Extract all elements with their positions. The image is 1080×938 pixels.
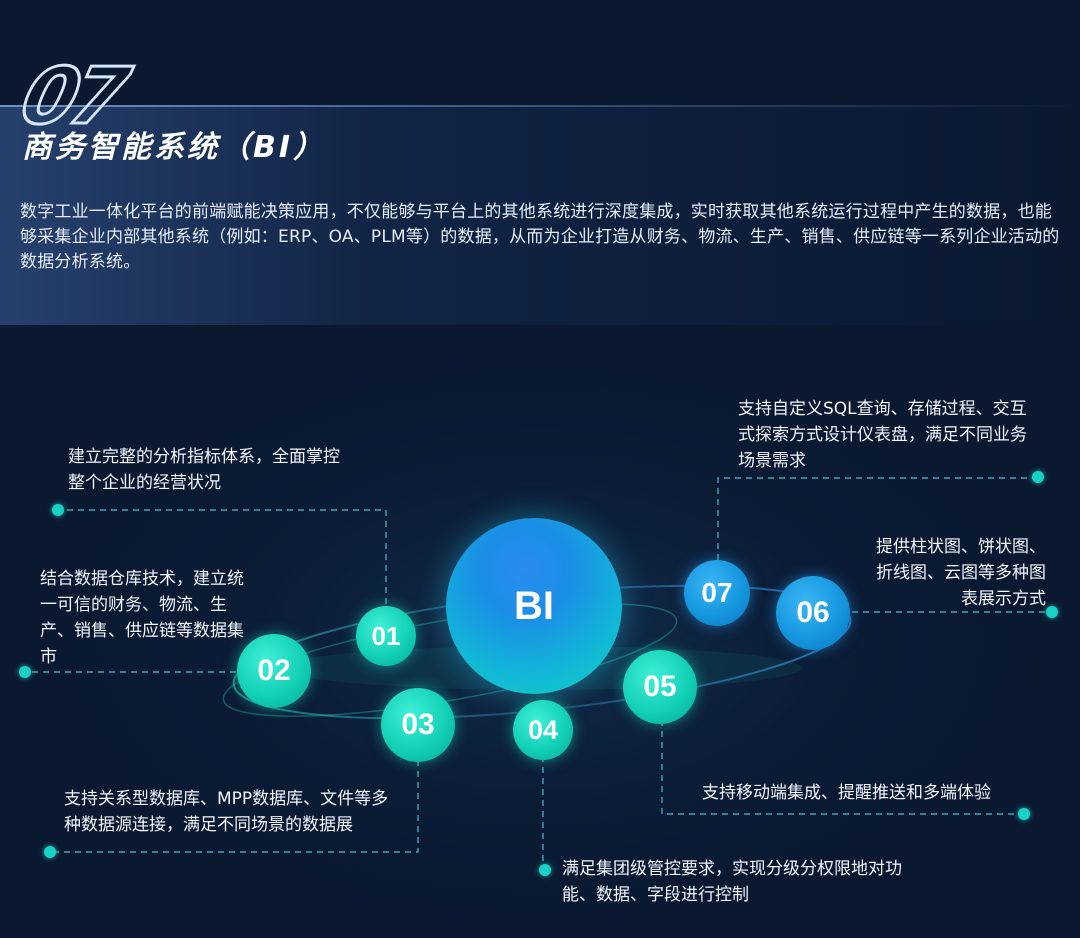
connector-dot-01 [52, 504, 64, 516]
header-band [0, 105, 1080, 325]
node-06: 06 [776, 576, 850, 650]
node-04: 04 [513, 700, 573, 760]
node-03-number: 03 [401, 708, 435, 741]
connector-dot-05 [1018, 808, 1030, 820]
feature-05-text: 支持移动端集成、提醒推送和多端体验 [702, 783, 991, 803]
connector-dot-07 [1032, 471, 1044, 483]
connector-05 [661, 720, 1022, 815]
connector-dot-03 [44, 846, 56, 858]
connector-01 [60, 509, 387, 604]
node-06-number: 06 [796, 596, 830, 629]
node-05: 05 [623, 650, 697, 724]
connector-dot-06 [1046, 606, 1058, 618]
node-04-number: 04 [527, 714, 559, 745]
connector-03 [52, 760, 419, 853]
bi-hub-label: BI [514, 583, 554, 628]
connector-dot-02 [19, 666, 31, 678]
intro-paragraph: 数字工业一体化平台的前端赋能决策应用，不仅能够与平台上的其他系统进行深度集成，实… [20, 202, 1060, 272]
node-07: 07 [684, 560, 750, 626]
header-glow [0, 105, 1080, 107]
node-01-number: 01 [371, 620, 401, 651]
connector-07 [717, 477, 1038, 560]
feature-02-text: 结合数据仓库技术，建立统一可信的财务、物流、生产、销售、供应链等数据集市 [40, 569, 244, 667]
node-01: 01 [356, 606, 416, 666]
feature-07-text: 支持自定义SQL查询、存储过程、交互式探索方式设计仪表盘，满足不同业务场景需求 [738, 399, 1027, 471]
page-title: 商务智能系统（BI） [22, 130, 327, 165]
feature-04-text: 满足集团级管控要求，实现分级分权限地对功能、数据、字段进行控制 [562, 859, 902, 905]
node-02: 02 [237, 634, 311, 708]
node-07-number: 07 [701, 577, 733, 608]
node-03: 03 [381, 688, 455, 762]
node-05-number: 05 [643, 670, 677, 703]
node-02-number: 02 [257, 654, 291, 687]
feature-01-text: 建立完整的分析指标体系，全面掌控整个企业的经营状况 [68, 447, 340, 493]
connector-dot-04 [539, 864, 551, 876]
feature-06-text: 提供柱状图、饼状图、折线图、云图等多种图表展示方式 [876, 537, 1046, 609]
feature-03-text: 支持关系型数据库、MPP数据库、文件等多种数据源连接，满足不同场景的数据展 [64, 789, 389, 835]
bi-hub: BI [446, 518, 622, 694]
